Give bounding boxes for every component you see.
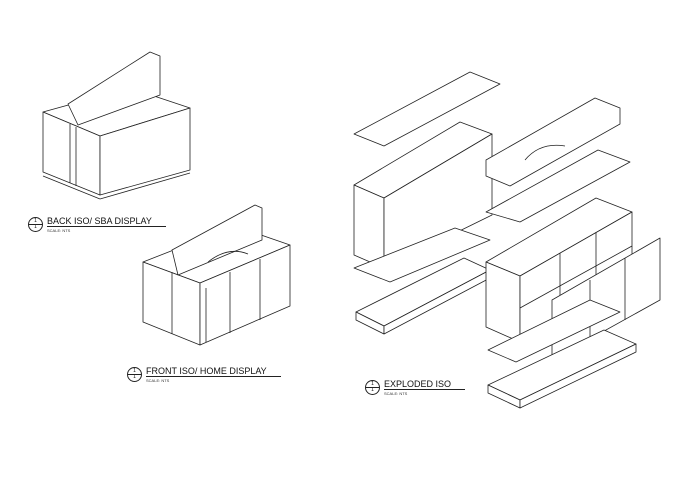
view-scale: SCALE: NTS [146,378,170,383]
view-title: FRONT ISO/ HOME DISPLAY [146,366,281,377]
view-title: EXPLODED ISO [384,379,466,390]
view-title: BACK ISO/ SBA DISPLAY [47,216,166,227]
back-iso-drawing [42,51,191,200]
view-scale: SCALE: NTS [384,391,408,396]
exploded-iso-drawing [353,71,661,409]
view-scale: SCALE: NTS [47,228,71,233]
front-iso-drawing [142,204,291,346]
